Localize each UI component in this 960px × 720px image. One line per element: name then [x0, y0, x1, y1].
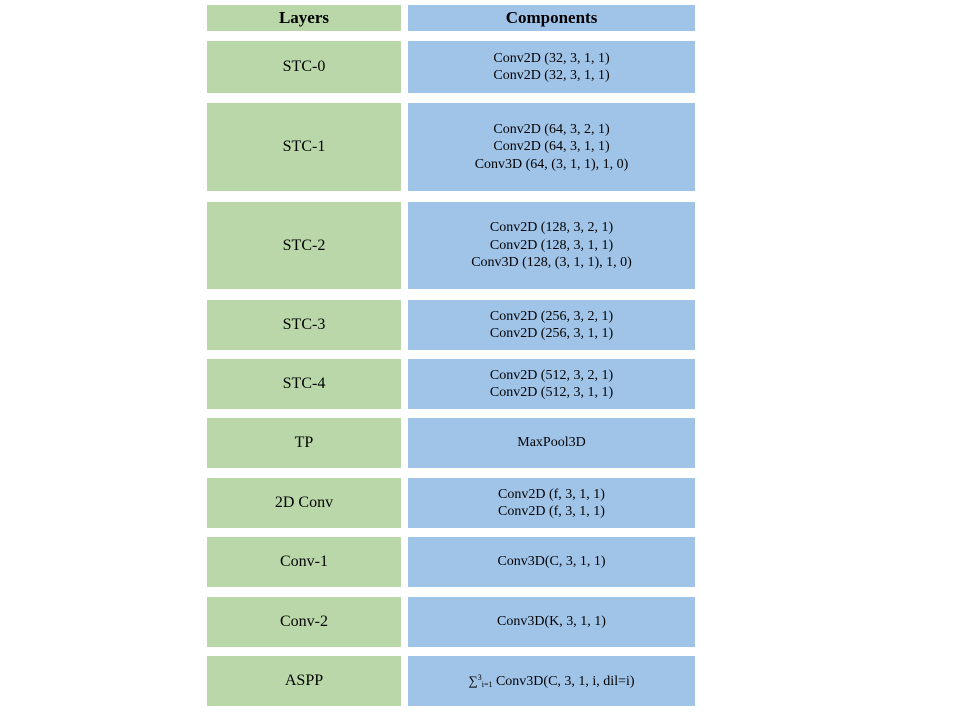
header-layers: Layers [207, 5, 401, 31]
component-line: Conv3D(K, 3, 1, 1) [497, 614, 606, 630]
layer-name: Conv-2 [280, 613, 328, 630]
layer-cell-conv-1: Conv-1 [207, 537, 401, 587]
components-cell-stc-0: Conv2D (32, 3, 1, 1) Conv2D (32, 3, 1, 1… [408, 41, 695, 93]
component-line: MaxPool3D [517, 435, 586, 451]
component-line: Conv2D (128, 3, 1, 1) [489, 237, 614, 253]
aspp-expression: Conv3D(C, 3, 1, i, dil=i) [492, 673, 635, 689]
sum-subscript: i=1 [481, 679, 493, 689]
components-cell-tp: MaxPool3D [408, 418, 695, 468]
layer-name: STC-4 [282, 375, 326, 392]
layer-cell-tp: TP [207, 418, 401, 468]
layer-name: 2D Conv [274, 494, 334, 511]
layer-name: STC-1 [282, 138, 326, 155]
component-line: Conv2D (f, 3, 1, 1) [498, 504, 605, 519]
component-line: Conv2D (256, 3, 1, 1) [489, 326, 614, 341]
components-cell-2d-conv: Conv2D (f, 3, 1, 1) Conv2D (f, 3, 1, 1) [408, 478, 695, 528]
layer-cell-aspp: ASPP [207, 656, 401, 706]
component-line: Conv2D (64, 3, 1, 1) [493, 139, 610, 155]
component-line: Conv2D (f, 3, 1, 1) [498, 486, 605, 502]
header-components-label: Components [505, 8, 598, 28]
component-line: Conv2D (128, 3, 2, 1) [489, 220, 614, 236]
layer-cell-stc-1: STC-1 [207, 103, 401, 191]
component-line: Conv2D (512, 3, 2, 1) [489, 367, 614, 383]
component-line: Conv2D (32, 3, 1, 1) [493, 68, 610, 83]
component-line: Conv2D (512, 3, 1, 1) [489, 385, 614, 400]
layer-name: ASPP [284, 672, 324, 689]
layer-name: STC-2 [282, 236, 326, 254]
sum-superscript: 3 [477, 672, 482, 682]
layer-cell-conv-2: Conv-2 [207, 597, 401, 647]
components-cell-conv-1: Conv3D(C, 3, 1, 1) [408, 537, 695, 587]
components-cell-conv-2: Conv3D(K, 3, 1, 1) [408, 597, 695, 647]
layer-name: STC-3 [282, 316, 326, 333]
component-line: Conv2D (256, 3, 2, 1) [489, 308, 614, 324]
components-cell-stc-4: Conv2D (512, 3, 2, 1) Conv2D (512, 3, 1,… [408, 359, 695, 409]
component-line: Conv3D (128, (3, 1, 1), 1, 0) [471, 255, 632, 271]
layer-cell-stc-4: STC-4 [207, 359, 401, 409]
header-components: Components [408, 5, 695, 31]
component-line: Conv2D (64, 3, 2, 1) [493, 121, 610, 137]
component-line: Conv3D (64, (3, 1, 1), 1, 0) [474, 156, 629, 172]
components-cell-stc-2: Conv2D (128, 3, 2, 1) Conv2D (128, 3, 1,… [408, 202, 695, 289]
layer-cell-stc-3: STC-3 [207, 300, 401, 350]
components-cell-aspp: ∑3i=1 Conv3D(C, 3, 1, i, dil=i) [408, 656, 695, 706]
aspp-formula: ∑3i=1 Conv3D(C, 3, 1, i, dil=i) [468, 669, 634, 694]
layer-name: Conv-1 [280, 553, 328, 570]
sum-symbol: ∑ [468, 672, 478, 688]
header-layers-label: Layers [278, 8, 330, 27]
component-line: Conv2D (32, 3, 1, 1) [493, 50, 610, 66]
layer-cell-stc-0: STC-0 [207, 41, 401, 93]
components-cell-stc-3: Conv2D (256, 3, 2, 1) Conv2D (256, 3, 1,… [408, 300, 695, 350]
components-cell-stc-1: Conv2D (64, 3, 2, 1) Conv2D (64, 3, 1, 1… [408, 103, 695, 191]
layer-name: STC-0 [282, 58, 326, 75]
layer-name: TP [294, 434, 314, 451]
component-line: Conv3D(C, 3, 1, 1) [497, 554, 606, 570]
layer-cell-stc-2: STC-2 [207, 202, 401, 289]
layer-cell-2d-conv: 2D Conv [207, 478, 401, 528]
